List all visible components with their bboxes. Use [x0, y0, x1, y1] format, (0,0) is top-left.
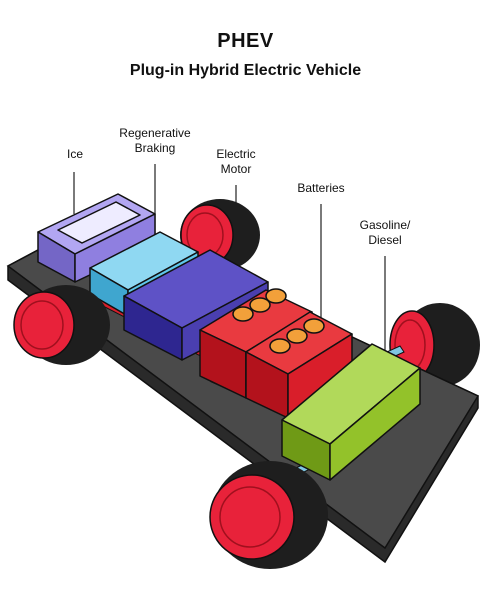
label-regenerative-line-1: Regenerative — [119, 126, 191, 140]
label-gasoline-line-1: Gasoline/ — [359, 218, 411, 232]
label-regenerative-braking: Regenerative Braking — [103, 126, 207, 156]
battery-terminals-2 — [269, 318, 325, 354]
label-batteries: Batteries — [297, 181, 345, 195]
label-gasoline-diesel: Gasoline/ Diesel — [345, 218, 425, 248]
label-regenerative-line-2: Braking — [134, 141, 176, 155]
label-electric-motor-line-2: Motor — [220, 162, 252, 176]
diagram-subtitle: Plug-in Hybrid Electric Vehicle — [129, 62, 362, 79]
rear-right-wheel — [389, 303, 480, 387]
label-ice: Ice — [66, 147, 83, 161]
front-left-wheel — [13, 285, 110, 365]
battery-block-2 — [245, 311, 353, 419]
front-right-wheel — [209, 461, 328, 569]
label-gasoline-line-2: Diesel — [368, 233, 402, 247]
label-electric-motor: Electric Motor — [196, 147, 276, 177]
fuel-tank-block — [281, 343, 421, 481]
label-electric-motor-line-1: Electric — [216, 147, 256, 161]
battery-terminals-1 — [232, 288, 287, 322]
diagram-title: PHEV — [217, 30, 274, 52]
